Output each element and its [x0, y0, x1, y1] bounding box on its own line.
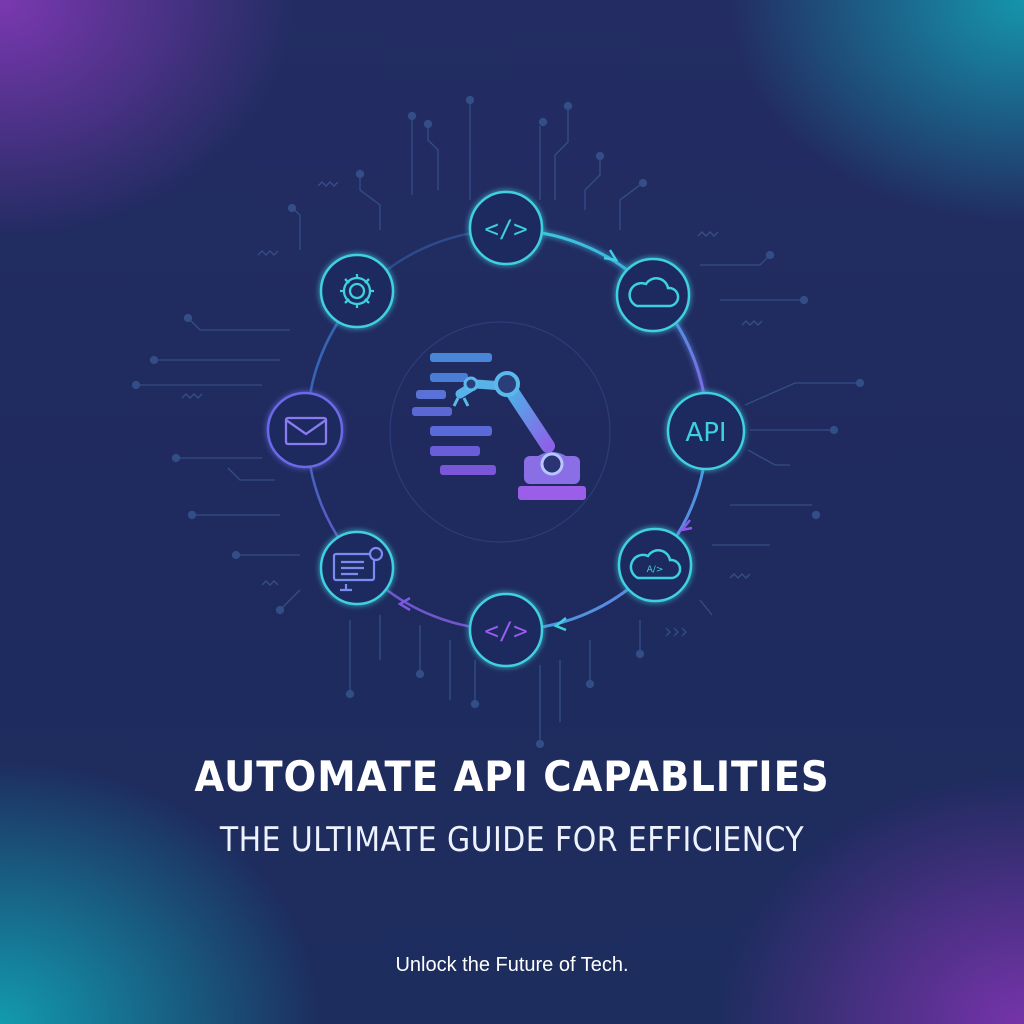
page-title: AUTOMATE API CAPABLITIES [194, 752, 830, 801]
node-gear [319, 253, 395, 329]
svg-text:A/>: A/> [647, 565, 664, 575]
arrow-icon [397, 596, 411, 612]
tagline: Unlock the Future of Tech. [395, 954, 629, 976]
node-code-bottom: </> [468, 592, 544, 668]
arrow-icon [553, 617, 567, 632]
monitor-icon [332, 546, 384, 592]
node-monitor [319, 530, 395, 606]
node-api: API [666, 391, 746, 471]
node-cloud-api: A/> [617, 527, 693, 603]
cloud-api-icon [629, 549, 682, 580]
node-code-top: </> [468, 190, 544, 266]
arrow-icon [678, 519, 693, 532]
circuit-traces [131, 95, 865, 749]
code-brackets-icon: </> [484, 215, 527, 243]
api-icon: API [685, 418, 726, 448]
arrow-icon [603, 249, 619, 262]
node-mail [266, 391, 344, 469]
page-subtitle: THE ULTIMATE GUIDE FOR EFFICIENCY [219, 820, 805, 860]
cloud-icon [628, 277, 680, 308]
squiggle-decorations [181, 181, 763, 637]
gear-icon [340, 274, 374, 308]
node-cloud [615, 257, 691, 333]
code-brackets-icon: </> [484, 617, 527, 645]
robotic-arm-icon [412, 353, 586, 500]
mail-icon [284, 416, 328, 446]
